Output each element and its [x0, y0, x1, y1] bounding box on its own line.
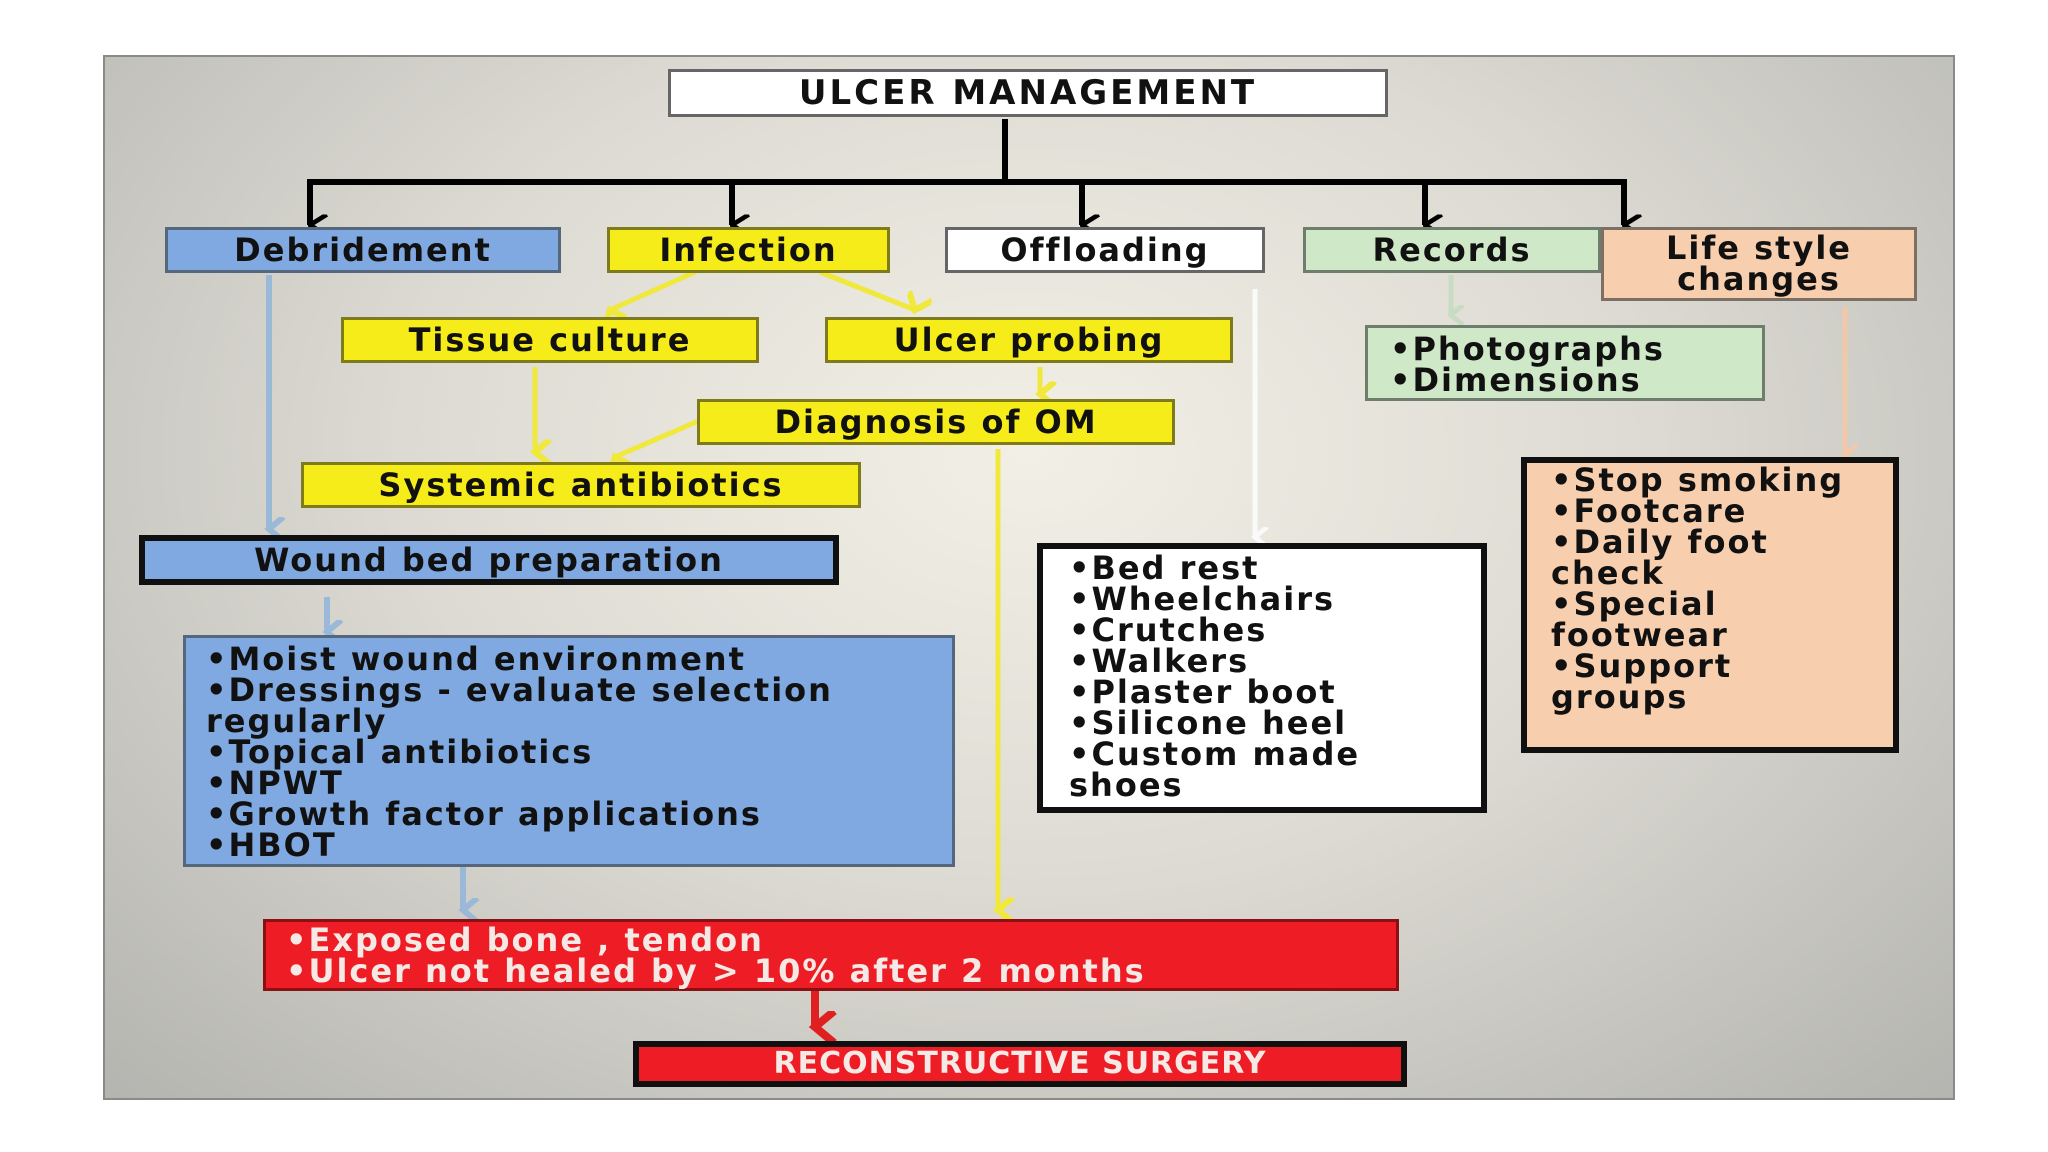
debridement-box: Debridement [165, 227, 561, 273]
connector-arrows [105, 119, 1955, 1100]
diagram-panel: ULCER MANAGEMENT Debridement Infection O… [103, 55, 1955, 1100]
reconstructive-surgery-box: RECONSTRUCTIVE SURGERY [633, 1041, 1407, 1087]
wound-item: •Topical antibiotics [206, 733, 594, 771]
lifestyle-item: •Special footwear [1551, 585, 1729, 654]
wound-item: •NPWT [206, 764, 344, 802]
wound-item: •HBOT [206, 826, 337, 864]
criteria-item: •Ulcer not healed by > 10% after 2 month… [286, 952, 1146, 990]
wound-bed-box: Wound bed preparation [139, 535, 839, 585]
lifestyle-list: •Stop smoking •Footcare •Daily foot chec… [1521, 457, 1899, 753]
criteria-item: •Exposed bone , tendon [286, 921, 764, 959]
records-item: •Dimensions [1390, 361, 1642, 399]
offloading-item: •Wheelchairs [1069, 580, 1336, 618]
diagram-title: ULCER MANAGEMENT [668, 69, 1388, 117]
infection-box: Infection [607, 227, 890, 273]
lifestyle-item: •Stop smoking [1551, 461, 1845, 499]
lifestyle-item: •Daily foot check [1551, 523, 1769, 592]
tissue-culture-box: Tissue culture [341, 317, 759, 363]
offloading-item: •Silicone heel [1069, 704, 1348, 742]
systemic-antibiotics-box: Systemic antibiotics [301, 462, 861, 508]
diagnosis-om-box: Diagnosis of OM [697, 399, 1175, 445]
offloading-item: •Bed rest [1069, 549, 1260, 587]
exposed-criteria-box: •Exposed bone , tendon •Ulcer not healed… [263, 919, 1399, 991]
offloading-box: Offloading [945, 227, 1265, 273]
lifestyle-box: Life style changes [1601, 227, 1917, 301]
records-item: •Photographs [1390, 330, 1665, 368]
records-box: Records [1303, 227, 1601, 273]
wound-item: •Growth factor applications [206, 795, 762, 833]
lifestyle-item: •Footcare [1551, 492, 1748, 530]
offloading-item: •Crutches [1069, 611, 1268, 649]
wound-care-list: •Moist wound environment •Dressings - ev… [183, 635, 955, 867]
offloading-item: •Custom made shoes [1069, 735, 1361, 804]
wound-item: •Moist wound environment [206, 640, 746, 678]
offloading-list: •Bed rest •Wheelchairs •Crutches •Walker… [1037, 543, 1487, 813]
wound-item: •Dressings - evaluate selection regularl… [206, 671, 833, 740]
records-list: •Photographs •Dimensions [1365, 325, 1765, 401]
offloading-item: •Walkers [1069, 642, 1250, 680]
ulcer-probing-box: Ulcer probing [825, 317, 1233, 363]
lifestyle-item: •Support groups [1551, 647, 1733, 716]
offloading-item: •Plaster boot [1069, 673, 1337, 711]
